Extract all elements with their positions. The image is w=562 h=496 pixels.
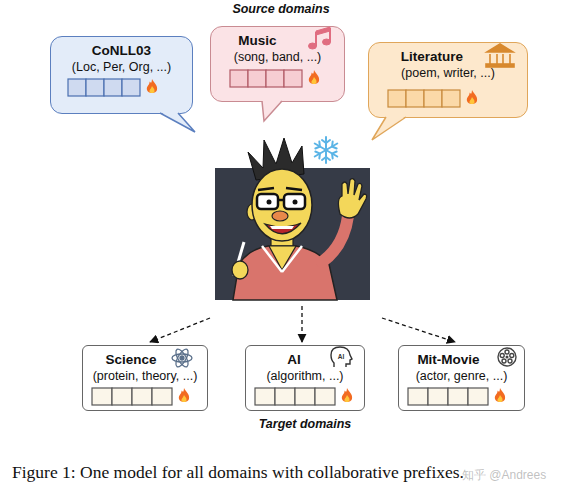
entity-types: (protein, theory, ...): [83, 368, 207, 385]
shirt: [233, 246, 337, 300]
waving-hand: [338, 179, 366, 218]
section-label: Target domains: [230, 417, 380, 433]
model-illustration: [215, 138, 370, 300]
domain-box: AI (algorithm, ...): [245, 345, 365, 411]
hand-with-pen: [232, 261, 248, 279]
speech-bubble: Literature(poem, writer, ...): [368, 42, 528, 118]
snowflake-arm-part: [330, 150, 337, 158]
snowflake-arm-part: [315, 142, 322, 150]
glasses-right: [284, 194, 305, 209]
domain-name: Science: [83, 351, 207, 368]
domain-box: Science(protein, theory, ...): [82, 345, 208, 411]
head: [252, 169, 312, 241]
snowflake-icon: [313, 137, 340, 163]
teeth: [270, 226, 294, 229]
raised-arm: [322, 216, 348, 262]
domain-name: CoNLL03: [51, 42, 192, 59]
snowflake-arm-part: [315, 150, 322, 158]
glasses-bridge: [278, 199, 284, 202]
illustration-panel: [215, 168, 370, 300]
entity-types: (Loc, Per, Org, ...): [51, 59, 192, 76]
tail-outline: [160, 113, 195, 132]
speech-bubble: CoNLL03(Loc, Per, Org, ...): [50, 36, 193, 114]
eyebrows: [258, 188, 302, 190]
tail-fill: [160, 112, 195, 132]
pupil: [293, 200, 298, 205]
icon-text: AI: [331, 352, 351, 362]
dashed-arrow: [301, 306, 302, 342]
bubble-tail: [262, 100, 282, 121]
bubble-tail: [160, 112, 195, 132]
mouth: [265, 223, 301, 234]
domain-name: Mit-Movie: [399, 351, 524, 368]
tail-outline: [372, 117, 406, 140]
entity-types: (poem, writer, ...): [369, 65, 527, 82]
transfer-arrows: [150, 306, 455, 342]
dashed-arrow: [382, 318, 455, 342]
watermark: 知乎 @Andrees: [462, 468, 562, 483]
snowflake-arm-part: [322, 157, 330, 160]
domain-name: Music: [211, 32, 344, 49]
tail-fill: [372, 116, 406, 140]
entity-types: (song, band, ...): [211, 49, 344, 66]
snowflake-arm-part: [330, 142, 337, 150]
pupil: [267, 200, 272, 205]
domain-name: Literature: [369, 48, 527, 65]
entity-types: (algorithm, ...): [246, 368, 364, 385]
bubble-tail: [372, 116, 406, 140]
tail-fill: [262, 100, 282, 121]
tail-outline: [262, 101, 282, 121]
glasses-left: [257, 194, 278, 209]
collar: [262, 246, 302, 272]
snowflake-arm: [313, 140, 328, 153]
dashed-arrow: [150, 318, 210, 342]
speech-bubble: Music(song, band, ...): [210, 26, 345, 102]
snowflake-arm-part: [322, 140, 330, 143]
domain-name: AI: [246, 351, 364, 368]
domain-box: Mit-Movie(actor, genre, ...): [398, 345, 525, 411]
nose: [272, 211, 288, 221]
entity-types: (actor, genre, ...): [399, 368, 524, 385]
figure-caption: Figure 1: One model for all domains with…: [12, 461, 557, 483]
section-label: Source domains: [0, 2, 562, 18]
